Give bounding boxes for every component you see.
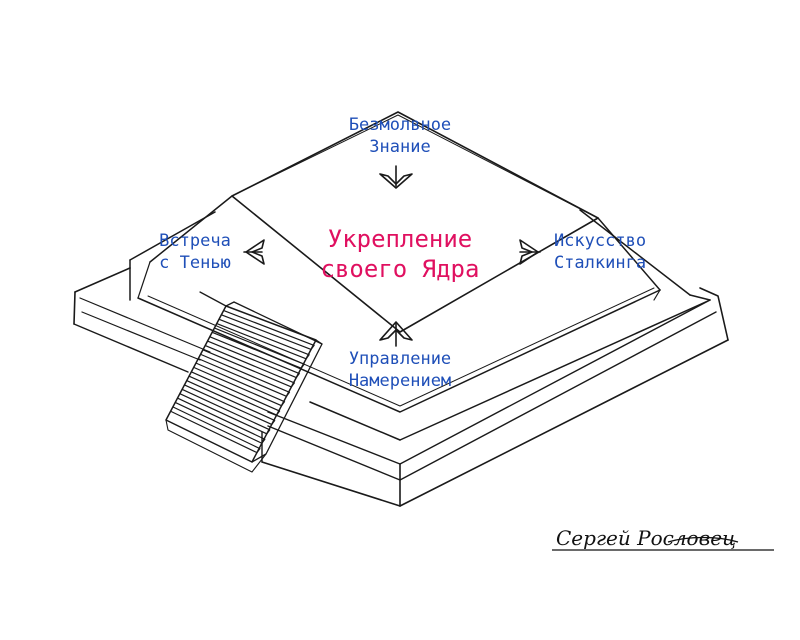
stair-step xyxy=(216,318,310,360)
stair-step xyxy=(179,389,271,435)
label-silent-knowledge: Безмолвное Знание xyxy=(310,114,490,158)
label-core-strengthening: Укрепление своего Ядра xyxy=(290,224,510,284)
arrow-top-icon xyxy=(379,165,413,189)
arrow-left-icon xyxy=(243,239,265,265)
label-line: Сталкинга xyxy=(553,253,647,273)
label-line: с Тенью xyxy=(159,253,231,273)
label-meeting-shadow: Встреча с Тенью xyxy=(120,230,270,274)
author-signature: Сергей Рослoвец xyxy=(548,520,778,564)
label-line: Намерением xyxy=(348,371,452,391)
stair-step xyxy=(206,336,300,379)
stair-step xyxy=(197,354,291,397)
stair-step xyxy=(202,345,295,388)
middle-tier xyxy=(129,209,711,441)
label-art-of-stalking: Искусство Сталкинга xyxy=(520,230,680,274)
arrow-right-icon xyxy=(519,239,541,265)
label-line: Искусство xyxy=(553,231,647,251)
inner-rim xyxy=(137,195,661,413)
stair-step xyxy=(220,310,315,350)
stair-step xyxy=(170,406,261,454)
label-line: Встреча xyxy=(159,231,231,251)
signature-text: Сергей Рослoвец xyxy=(556,526,737,550)
staircase xyxy=(165,291,323,473)
label-line: Укрепление xyxy=(327,225,473,253)
stair-step xyxy=(211,327,305,369)
stair-step xyxy=(174,397,266,444)
stair-step xyxy=(193,362,286,407)
arrow-bottom-icon xyxy=(379,321,413,347)
stair-steps xyxy=(170,310,315,454)
label-intent-control: Управление Намерением xyxy=(310,348,490,392)
label-line: Знание xyxy=(369,137,431,157)
stair-step xyxy=(188,371,281,416)
stair-step xyxy=(183,380,276,426)
label-line: Управление xyxy=(348,349,452,369)
outer-base xyxy=(73,267,729,507)
label-line: своего Ядра xyxy=(320,255,480,283)
label-line: Безмолвное xyxy=(348,115,452,135)
signature-stroke xyxy=(552,536,774,551)
